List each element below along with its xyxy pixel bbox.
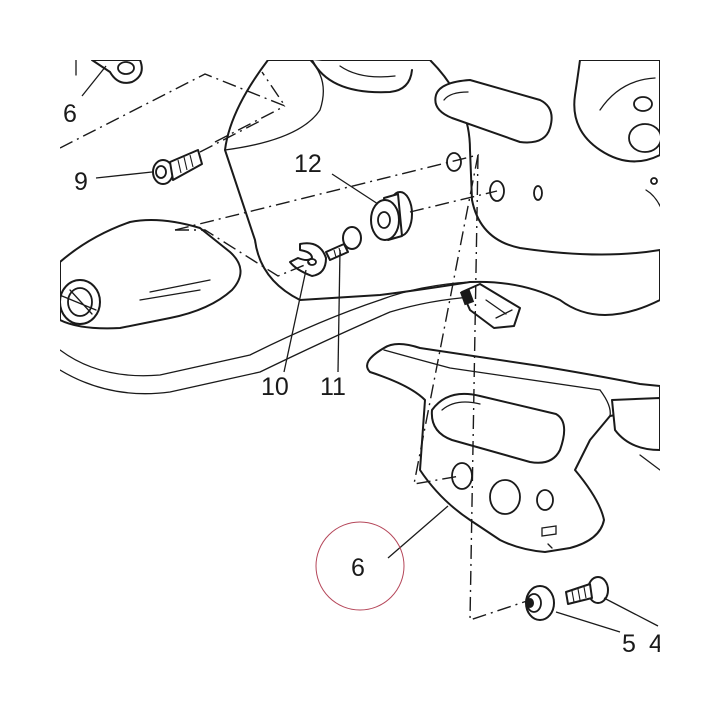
callout-labels: 6 9 12 10 11 6 5 4 — [63, 100, 663, 658]
electrical-connector — [459, 283, 521, 329]
callout-10: 10 — [261, 373, 289, 401]
callout-11: 11 — [320, 373, 346, 401]
screw-part-11 — [325, 226, 362, 261]
callout-6-top: 6 — [63, 100, 77, 128]
assembly-lines — [60, 71, 531, 621]
side-panel-outline — [60, 281, 473, 395]
screw-part-4 — [565, 576, 609, 605]
lamp-housing — [60, 219, 242, 330]
callout-6-main: 6 — [351, 554, 365, 582]
small-mount-bracket — [75, 60, 143, 84]
upper-chassis — [224, 60, 660, 316]
callout-12: 12 — [294, 150, 322, 178]
grommet-part-12 — [370, 191, 413, 241]
bracket-part-6 — [366, 343, 660, 553]
leader-lines — [81, 65, 659, 633]
highlight-ring — [315, 521, 405, 611]
callout-9: 9 — [74, 168, 88, 196]
bolt-part-9 — [152, 149, 203, 185]
callout-5: 5 — [622, 630, 636, 658]
nut-part-5 — [525, 585, 555, 621]
callout-4: 4 — [649, 630, 663, 658]
